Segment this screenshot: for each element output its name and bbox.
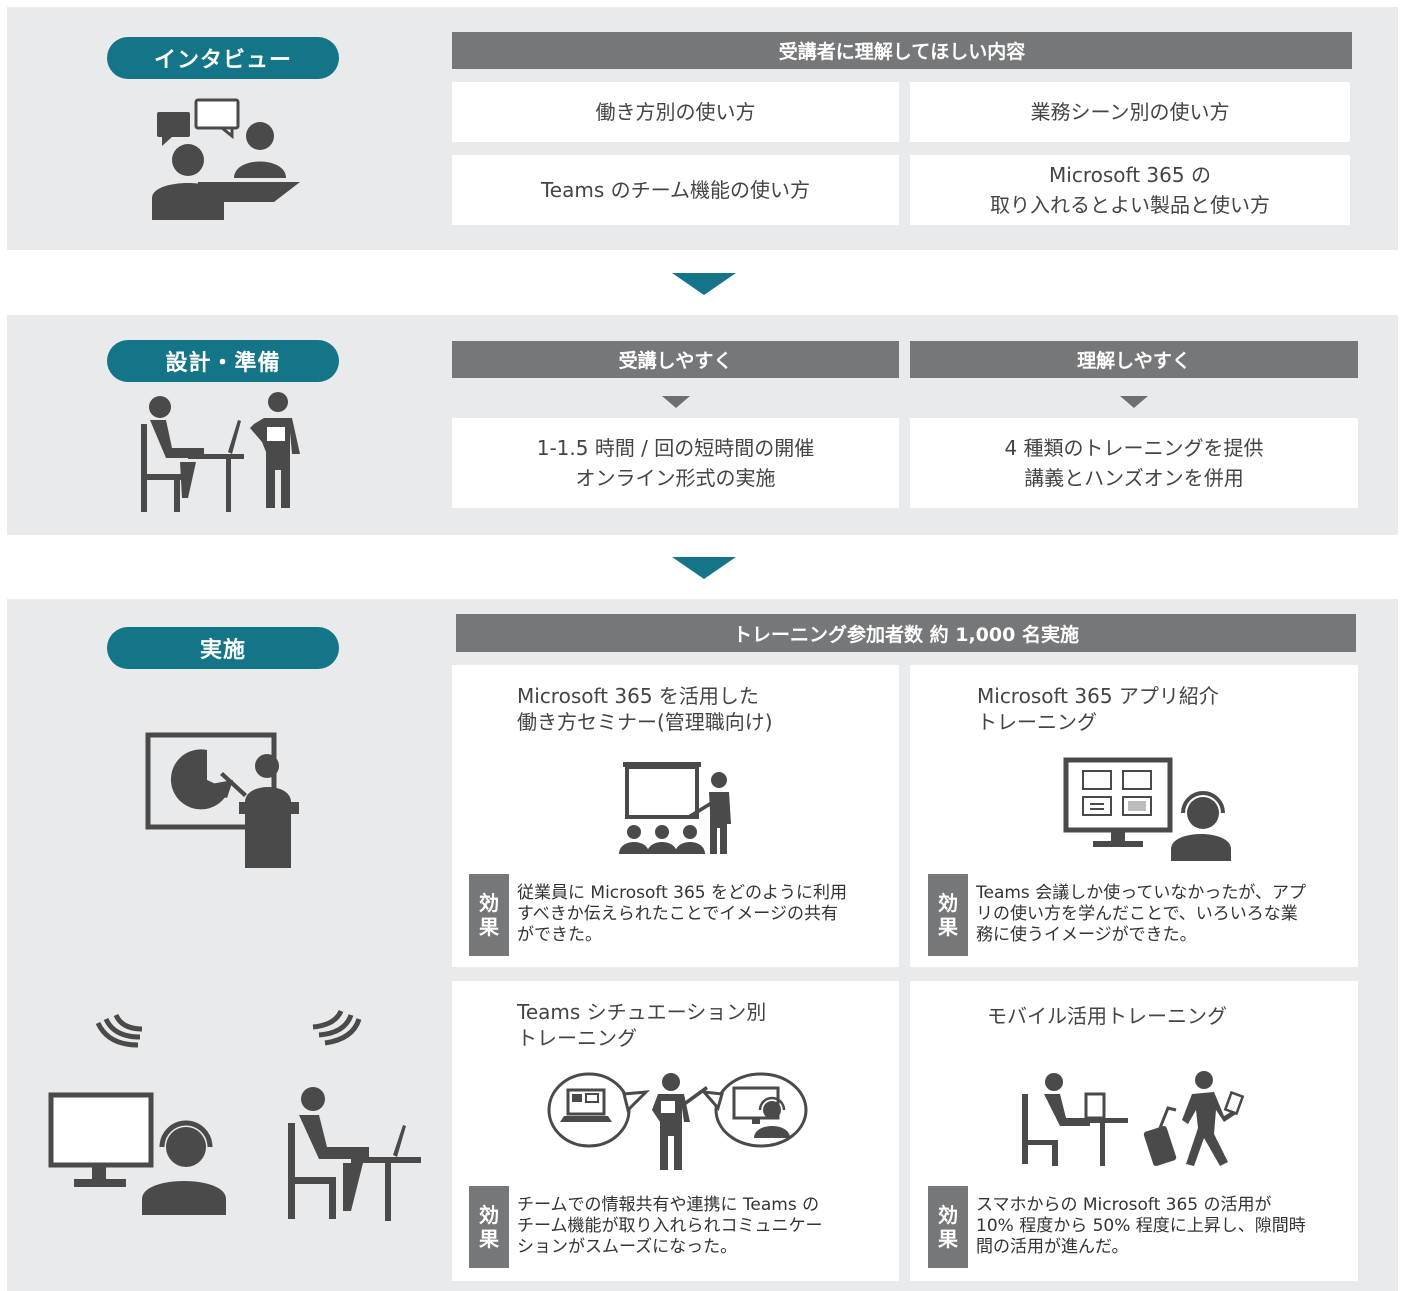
interview-header: 受講者に理解してほしい内容 — [452, 32, 1352, 69]
interview-item-2-text: 業務シーン別の使い方 — [1030, 100, 1230, 124]
presentation-icon — [145, 732, 299, 868]
effect-badge-2: 効 果 — [928, 874, 968, 956]
interview-item-4: Microsoft 365 の 取り入れるとよい製品と使い方 — [910, 155, 1350, 225]
design-arrow-2 — [1120, 396, 1148, 408]
effect-badge-2-char2: 果 — [938, 915, 958, 939]
design-box-1-line2: オンライン形式の実施 — [575, 466, 776, 490]
effect-badge-3: 効 果 — [469, 1186, 509, 1268]
execution-label: 実施 — [107, 627, 339, 669]
effect-text-3-line2: チーム機能が取り入れられコミュニケー — [517, 1216, 823, 1236]
training-card-3-title: Teams シチュエーション別 トレーニング — [517, 999, 766, 1051]
training-card-2-title-line2: トレーニング — [977, 710, 1097, 734]
effect-text-1: 従業員に Microsoft 365 をどのように利用 すべきか伝えられたことで… — [517, 883, 847, 946]
effect-text-4-line1: スマホからの Microsoft 365 の活用が — [976, 1195, 1272, 1215]
design-arrow-1 — [662, 396, 690, 408]
teams-situation-icon — [547, 1072, 808, 1170]
training-card-4 — [910, 981, 1358, 1281]
training-card-3-title-line1: Teams シチュエーション別 — [517, 1000, 767, 1024]
effect-text-2-line3: 務に使うイメージができた。 — [976, 925, 1197, 945]
headset-monitor-icon — [48, 1013, 226, 1215]
laptop-worker-icon — [288, 1009, 421, 1221]
interview-icon — [152, 98, 300, 220]
training-card-2-title: Microsoft 365 アプリ紹介 トレーニング — [977, 683, 1219, 735]
effect-text-3-line1: チームでの情報共有や連携に Teams の — [517, 1195, 820, 1215]
effect-badge-3-char2: 果 — [479, 1227, 499, 1251]
interview-label: インタビュー — [107, 37, 339, 79]
effect-text-4-line3: 間の活用が進んだ。 — [976, 1237, 1129, 1257]
design-box-1: 1-1.5 時間 / 回の短時間の開催 オンライン形式の実施 — [452, 418, 899, 508]
effect-text-3-line3: ションがスムーズになった。 — [517, 1237, 738, 1257]
effect-badge-4: 効 果 — [928, 1186, 968, 1268]
design-box-2-line1: 4 種類のトレーニングを提供 — [1004, 436, 1264, 460]
training-card-3-title-line2: トレーニング — [517, 1026, 637, 1050]
training-card-1-title-line1: Microsoft 365 を活用した — [517, 684, 759, 708]
effect-text-1-line3: ができた。 — [517, 925, 602, 945]
effect-text-4-line2: 10% 程度から 50% 程度に上昇し、隙間時 — [976, 1216, 1306, 1236]
design-box-1-line1: 1-1.5 時間 / 回の短時間の開催 — [536, 436, 815, 460]
effect-text-2-line1: Teams 会議しか使っていなかったが、アプ — [976, 883, 1307, 903]
interview-item-4-line2: 取り入れるとよい製品と使い方 — [990, 193, 1270, 217]
design-header-2: 理解しやすく — [910, 341, 1358, 378]
execution-header: トレーニング参加者数 約 1,000 名実施 — [456, 614, 1356, 652]
effect-badge-2-char1: 効 — [938, 891, 958, 915]
design-box-2-line2: 講義とハンズオンを併用 — [1024, 466, 1244, 490]
effect-badge-1-char1: 効 — [479, 891, 499, 915]
mobile-icon — [1022, 1071, 1245, 1167]
design-header-1: 受講しやすく — [452, 341, 899, 378]
interview-item-3: Teams のチーム機能の使い方 — [452, 155, 899, 225]
interview-item-1-text: 働き方別の使い方 — [595, 100, 756, 124]
design-label: 設計・準備 — [107, 340, 339, 382]
design-box-2: 4 種類のトレーニングを提供 講義とハンズオンを併用 — [910, 418, 1358, 508]
app-monitor-icon — [1063, 757, 1231, 861]
training-card-4-title: モバイル活用トレーニング — [987, 1003, 1227, 1029]
effect-text-4: スマホからの Microsoft 365 の活用が 10% 程度から 50% 程… — [976, 1195, 1306, 1258]
effect-badge-4-char2: 果 — [938, 1227, 958, 1251]
effect-text-1-line2: すべきか伝えられたことでイメージの共有 — [517, 904, 838, 924]
flow-arrow-1 — [672, 273, 736, 295]
seminar-icon — [619, 762, 731, 854]
design-icon — [141, 392, 300, 512]
interview-item-3-text: Teams のチーム機能の使い方 — [540, 178, 811, 202]
effect-text-1-line1: 従業員に Microsoft 365 をどのように利用 — [517, 883, 848, 903]
training-card-1-title-line2: 働き方セミナー(管理職向け) — [517, 710, 773, 734]
interview-item-2: 業務シーン別の使い方 — [910, 82, 1350, 142]
training-card-2-title-line1: Microsoft 365 アプリ紹介 — [977, 684, 1219, 708]
training-card-4-title-line1: モバイル活用トレーニング — [987, 1004, 1227, 1028]
effect-text-2-line2: リの使い方を学んだことで、いろいろな業 — [976, 904, 1298, 924]
effect-badge-4-char1: 効 — [938, 1203, 958, 1227]
effect-text-3: チームでの情報共有や連携に Teams の チーム機能が取り入れられコミュニケー… — [517, 1195, 823, 1258]
interview-item-4-line1: Microsoft 365 の — [1049, 163, 1211, 187]
effect-badge-1-char2: 果 — [479, 915, 499, 939]
effect-badge-3-char1: 効 — [479, 1203, 499, 1227]
flow-arrow-2 — [672, 557, 736, 579]
effect-text-2: Teams 会議しか使っていなかったが、アプ リの使い方を学んだことで、いろいろ… — [976, 883, 1306, 946]
training-card-1-title: Microsoft 365 を活用した 働き方セミナー(管理職向け) — [517, 683, 773, 735]
effect-badge-1: 効 果 — [469, 874, 509, 956]
interview-item-1: 働き方別の使い方 — [452, 82, 899, 142]
